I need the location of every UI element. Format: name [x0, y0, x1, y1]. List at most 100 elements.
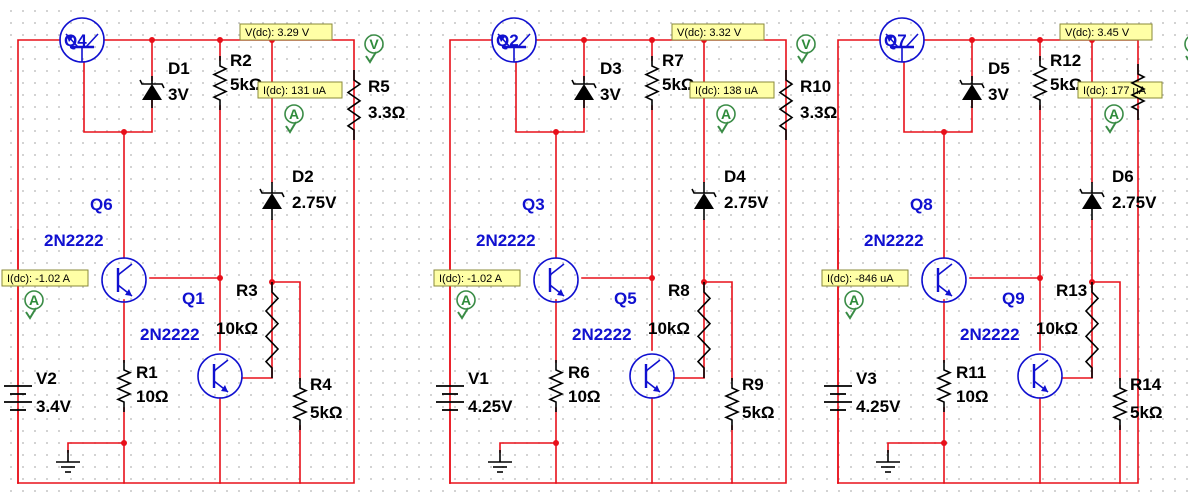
- zener-ref-value: 2.75V: [724, 193, 769, 212]
- voltmeter-icon[interactable]: V: [1184, 35, 1188, 62]
- resistor-divider-top-value: 10kΩ: [648, 319, 690, 338]
- wire[interactable]: [1091, 219, 1121, 381]
- ammeter-icon-top[interactable]: A: [716, 104, 736, 134]
- wire[interactable]: [837, 39, 881, 484]
- voltage-probe-text: V(dc): 3.32 V: [677, 27, 742, 39]
- resistor-top[interactable]: [212, 56, 228, 110]
- wire[interactable]: [837, 39, 1139, 484]
- resistor-output[interactable]: [778, 70, 794, 140]
- transistor-mid[interactable]: [921, 257, 967, 303]
- voltage-probe[interactable]: V(dc): 3.45 V: [1059, 23, 1153, 41]
- resistor-top[interactable]: [644, 56, 660, 110]
- voltage-source[interactable]: [824, 385, 852, 411]
- voltage-source-name: V3: [856, 369, 877, 388]
- meter-letter: A: [1109, 106, 1119, 122]
- transistor-top[interactable]: [879, 17, 925, 63]
- resistor-divider-top-name: R3: [236, 281, 258, 300]
- transistor-low[interactable]: [1017, 353, 1063, 399]
- current-probe-source[interactable]: I(dc): -1.02 A: [433, 269, 521, 287]
- transistor-mid-model: 2N2222: [476, 231, 536, 250]
- voltmeter-icon[interactable]: V: [364, 34, 384, 64]
- resistor-divider-bottom[interactable]: [724, 378, 740, 430]
- resistor-top-name: R12: [1050, 51, 1081, 70]
- transistor-mid[interactable]: [101, 257, 147, 303]
- current-probe-top[interactable]: I(dc): 131 uA: [257, 81, 343, 99]
- ammeter-icon-top[interactable]: A: [284, 104, 304, 134]
- resistor-divider-bottom[interactable]: [292, 378, 308, 430]
- zener-top-name: D5: [988, 59, 1010, 78]
- voltage-source[interactable]: [4, 385, 32, 411]
- resistor-output-value: 3.3Ω: [800, 103, 837, 122]
- resistor-divider-bottom-name: R9: [742, 375, 764, 394]
- ground-symbol: [56, 450, 80, 473]
- ammeter-icon-source[interactable]: A: [844, 290, 864, 320]
- ammeter-icon-top[interactable]: A: [1104, 104, 1124, 134]
- voltage-probe[interactable]: V(dc): 3.32 V: [671, 23, 765, 41]
- wire[interactable]: [17, 39, 355, 484]
- wire[interactable]: [499, 442, 557, 453]
- transistor-mid-model: 2N2222: [44, 231, 104, 250]
- wire[interactable]: [449, 39, 493, 484]
- transistor-top[interactable]: [59, 17, 105, 63]
- transistor-top[interactable]: [491, 17, 537, 63]
- resistor-emitter[interactable]: [936, 360, 952, 412]
- wire[interactable]: [149, 105, 221, 279]
- transistor-low[interactable]: [197, 353, 243, 399]
- transistor-mid[interactable]: [533, 257, 579, 303]
- voltage-source[interactable]: [436, 385, 464, 411]
- zener-diode-ref[interactable]: [1079, 182, 1105, 220]
- zener-diode-ref[interactable]: [259, 182, 285, 220]
- zener-diode-top[interactable]: [959, 76, 985, 108]
- ammeter-icon-source[interactable]: A: [24, 290, 44, 320]
- transistor-low-label: Q5: [614, 289, 637, 308]
- wire[interactable]: [969, 105, 1041, 279]
- zener-diode-top[interactable]: [571, 76, 597, 108]
- resistor-divider-top[interactable]: [696, 282, 712, 378]
- wire[interactable]: [17, 39, 61, 484]
- transistor-top-label: Q4: [64, 31, 87, 50]
- current-probe-source[interactable]: I(dc): -1.02 A: [1, 269, 89, 287]
- zener-diode-top[interactable]: [139, 76, 165, 108]
- zener-top-value: 3V: [168, 85, 189, 104]
- wire[interactable]: [449, 39, 787, 484]
- wire[interactable]: [515, 61, 585, 133]
- wire[interactable]: [271, 219, 301, 381]
- resistor-output[interactable]: [1130, 64, 1146, 120]
- resistor-divider-bottom[interactable]: [1112, 378, 1128, 430]
- resistor-divider-top[interactable]: [264, 282, 280, 378]
- transistor-low-model: 2N2222: [960, 325, 1020, 344]
- resistor-output-value: 3.3Ω: [368, 103, 405, 122]
- meter-letter: A: [849, 292, 859, 308]
- ground-symbol: [488, 450, 512, 473]
- current-probe-top[interactable]: I(dc): 177 uA: [1077, 81, 1163, 99]
- voltmeter-icon[interactable]: V: [796, 34, 816, 64]
- resistor-emitter[interactable]: [548, 360, 564, 412]
- resistor-divider-top[interactable]: [1084, 282, 1100, 378]
- wire[interactable]: [903, 61, 973, 133]
- resistor-top[interactable]: [1032, 56, 1048, 110]
- zener-ref-value: 2.75V: [1112, 193, 1157, 212]
- resistor-output[interactable]: [346, 70, 362, 140]
- voltage-probe[interactable]: V(dc): 3.29 V: [239, 23, 333, 41]
- current-probe-source[interactable]: I(dc): -846 uA: [821, 269, 909, 287]
- current-probe-top[interactable]: I(dc): 138 uA: [689, 81, 775, 99]
- wire[interactable]: [703, 219, 733, 381]
- resistor-emitter-value: 10Ω: [956, 387, 989, 406]
- voltage-source-value: 4.25V: [856, 397, 901, 416]
- wire[interactable]: [581, 105, 653, 279]
- resistor-top-value: 5kΩ: [230, 75, 263, 94]
- resistor-top-name: R2: [230, 51, 252, 70]
- wire[interactable]: [887, 442, 945, 453]
- wire[interactable]: [67, 442, 125, 453]
- transistor-mid-model: 2N2222: [864, 231, 924, 250]
- zener-diode-ref[interactable]: [691, 182, 717, 220]
- wire[interactable]: [83, 61, 153, 133]
- zener-ref-name: D4: [724, 167, 746, 186]
- resistor-emitter[interactable]: [116, 360, 132, 412]
- transistor-low[interactable]: [629, 353, 675, 399]
- ammeter-icon-source[interactable]: A: [456, 290, 476, 320]
